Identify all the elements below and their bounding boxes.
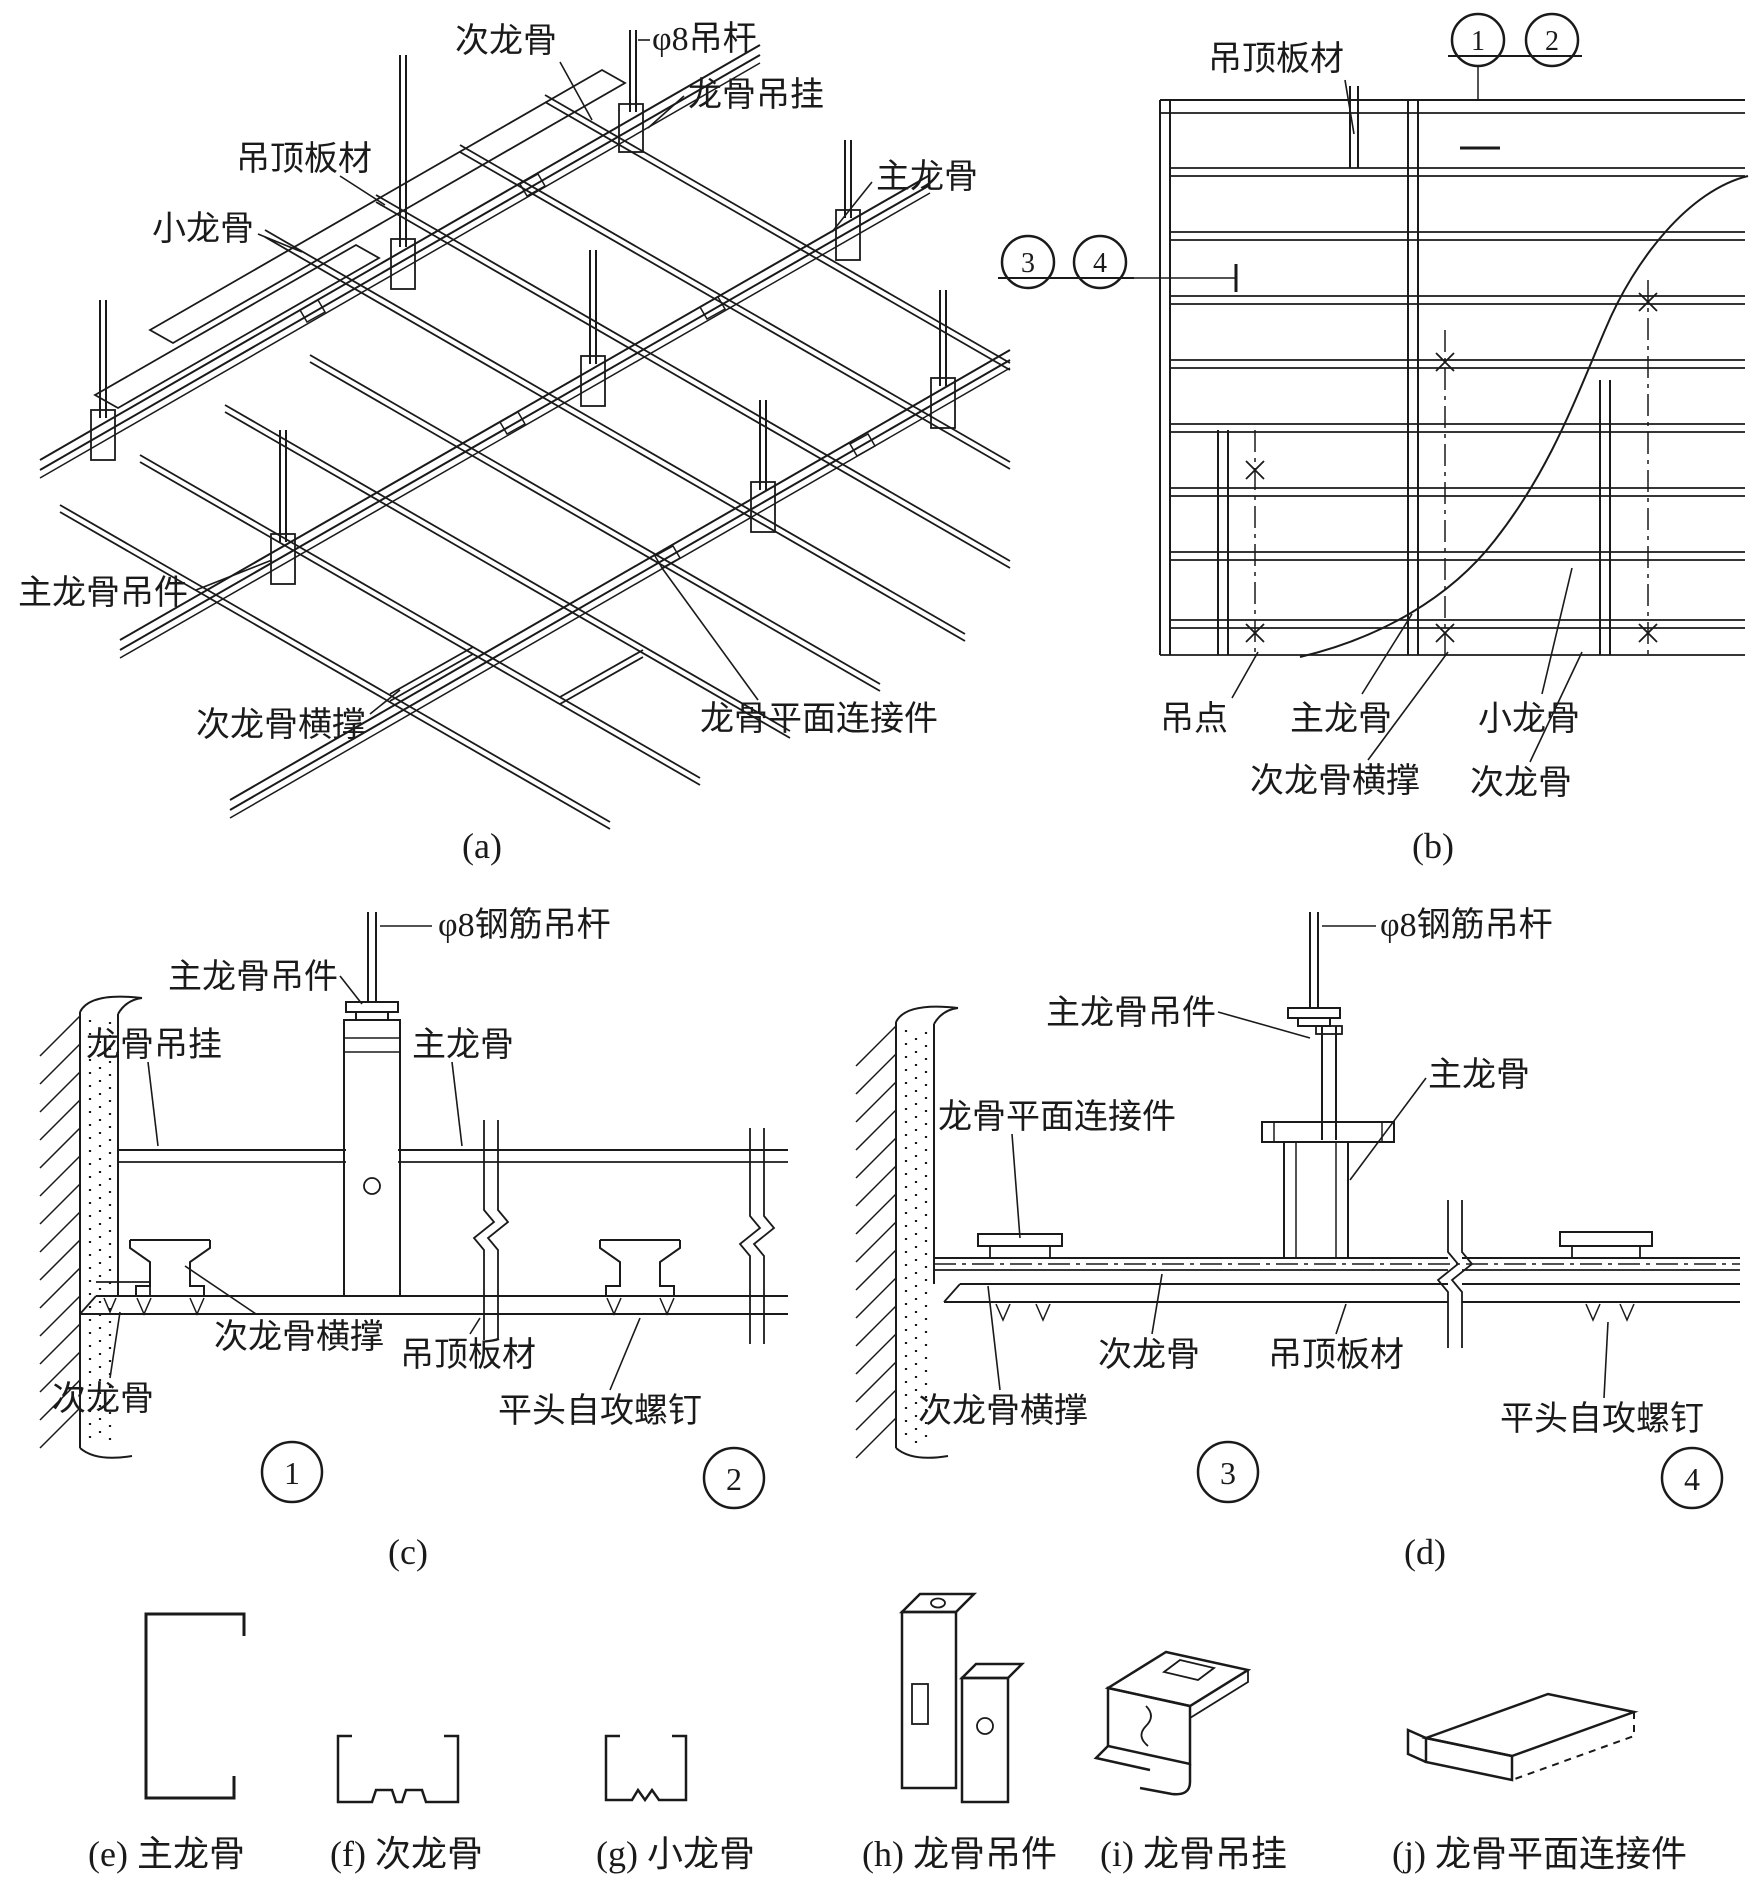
- section-datum-1-2: 1 2: [1448, 12, 1582, 150]
- plan-grid: [1159, 86, 1749, 658]
- wall-hatching-d: [855, 1025, 897, 1459]
- small-joist-profile: [604, 1734, 688, 1803]
- hanger-assembly-c: [343, 912, 401, 1297]
- wall-stipple-d: [904, 1030, 928, 1444]
- ceiling-board-d: [943, 1283, 1740, 1303]
- label-d-ci-longgu: 次龙骨: [1098, 1337, 1200, 1374]
- label-b-zhu-longgu: 主龙骨: [1290, 701, 1392, 738]
- label-d-pingtou-zigong-luoding: 平头自攻螺钉: [1500, 1401, 1704, 1438]
- label-c-ci-longgu-hengcheng: 次龙骨横撑: [214, 1319, 384, 1356]
- svg-text:1: 1: [284, 1455, 300, 1491]
- secondary-joist-section-left: [129, 1239, 211, 1316]
- datum-number-2: 2: [1545, 26, 1559, 57]
- label-b-xiao-longgu: 小龙骨: [1478, 701, 1580, 738]
- main-runner-c: [118, 1149, 788, 1163]
- label-b-diaodian: 吊点: [1160, 701, 1228, 738]
- label-c-gangjin-diaogan: φ8钢筋吊杆: [438, 907, 611, 944]
- panel-c-leaders: [109, 925, 641, 1391]
- secondary-joist-run-d: [934, 1257, 1740, 1271]
- label-a-diaogan: φ8吊杆: [652, 21, 757, 58]
- ceiling-board-c: [79, 1295, 788, 1315]
- wall-hatching-c: [39, 1015, 81, 1449]
- panel-d-leaders: [987, 925, 1609, 1399]
- hanger-rods: [90, 30, 956, 585]
- label-b-diaoding-bancai: 吊顶板材: [1208, 41, 1344, 78]
- label-a-ci-longgu-hengcheng: 次龙骨横撑: [196, 707, 366, 744]
- datum-number-4: 4: [1093, 248, 1107, 279]
- section-mark-2: 2: [702, 1446, 766, 1510]
- main-joist-profile: [144, 1612, 246, 1800]
- label-d-zhu-longgu: 主龙骨: [1428, 1057, 1530, 1094]
- hanging-point-centerlines: [1245, 280, 1658, 655]
- label-c-zhu-longgu-diaojian: 主龙骨吊件: [168, 959, 338, 996]
- label-b-ci-longgu: 次龙骨: [1470, 765, 1572, 802]
- joist-hanger-piece: [898, 1592, 1026, 1804]
- joist-hanging-clip: [1093, 1650, 1252, 1796]
- plane-connector-clips: [298, 172, 877, 570]
- section-mark-3: 3: [1196, 1440, 1260, 1504]
- label-b-ci-longgu-hengcheng: 次龙骨横撑: [1250, 763, 1420, 800]
- panel-a-leaders: [195, 39, 873, 715]
- plane-connector-right-d: [1559, 1231, 1653, 1322]
- caption-profile-i: (i) 龙骨吊挂: [1100, 1834, 1287, 1874]
- label-a-diaoding-bancai: 吊顶板材: [236, 141, 372, 178]
- panel-d-section: 3 4: [855, 912, 1740, 1510]
- caption-d: (d): [1404, 1532, 1446, 1572]
- caption-profile-j: (j) 龙骨平面连接件: [1392, 1834, 1687, 1874]
- section-datum-3-4: 3 4: [998, 234, 1238, 292]
- secondary-joist-section-right: [599, 1239, 681, 1316]
- svg-text:2: 2: [726, 1461, 742, 1497]
- caption-profile-h: (h) 龙骨吊件: [862, 1834, 1057, 1874]
- label-c-ci-longgu: 次龙骨: [52, 1381, 154, 1418]
- label-d-longgu-pingmian-lianjiejian: 龙骨平面连接件: [938, 1099, 1176, 1136]
- svg-text:3: 3: [1220, 1455, 1236, 1491]
- svg-text:4: 4: [1684, 1461, 1700, 1497]
- panel-a-isometric: [39, 30, 1011, 830]
- label-a-longgu-diaogua: 龙骨吊挂: [688, 77, 824, 114]
- hanger-assembly-d: [1261, 912, 1395, 1259]
- label-a-xiao-longgu: 小龙骨: [152, 211, 254, 248]
- caption-c: (c): [388, 1532, 428, 1572]
- joist-plane-connector: [1406, 1692, 1639, 1782]
- main-joists: [39, 44, 1011, 819]
- caption-profile-e: (e) 主龙骨: [88, 1834, 245, 1874]
- wall-left-d: [855, 1005, 959, 1459]
- ceiling-board-slabs: [93, 68, 627, 410]
- caption-b: (b): [1412, 826, 1454, 866]
- label-d-gangjin-diaogan: φ8钢筋吊杆: [1380, 907, 1553, 944]
- datum-number-3: 3: [1021, 248, 1035, 279]
- caption-a: (a): [462, 826, 502, 866]
- label-d-ci-longgu-hengcheng: 次龙骨横撑: [918, 1393, 1088, 1430]
- label-c-pingtou-zigong-luoding: 平头自攻螺钉: [498, 1393, 702, 1430]
- caption-profile-f: (f) 次龙骨: [330, 1834, 483, 1874]
- wall-edge-clip-c: [96, 1281, 151, 1314]
- break-marks-c: [472, 1120, 776, 1344]
- cross-braces: [389, 646, 644, 705]
- profile-row: [144, 1592, 1639, 1804]
- hanging-point-x-marks: [1245, 292, 1658, 643]
- label-c-diaoding-bancai: 吊顶板材: [400, 1337, 536, 1374]
- label-d-diaoding-bancai: 吊顶板材: [1268, 1337, 1404, 1374]
- break-marks-d: [1436, 1200, 1474, 1348]
- label-c-longgu-diaogua: 龙骨吊挂: [86, 1027, 222, 1064]
- caption-profile-g: (g) 小龙骨: [596, 1834, 755, 1874]
- label-c-zhu-longgu: 主龙骨: [412, 1027, 514, 1064]
- section-mark-1: 1: [260, 1440, 324, 1504]
- datum-number-1: 1: [1471, 26, 1485, 57]
- label-a-longgu-pingmian-lianjiejian: 龙骨平面连接件: [700, 701, 938, 738]
- panel-b-plan: 1 2 3 4: [998, 12, 1749, 763]
- label-a-zhu-longgu-diaojian: 主龙骨吊件: [18, 575, 188, 612]
- secondary-joists: [59, 94, 1011, 830]
- secondary-joist-profile: [336, 1734, 460, 1804]
- label-a-ci-longgu: 次龙骨: [455, 23, 557, 60]
- section-mark-4: 4: [1660, 1446, 1724, 1510]
- label-d-zhu-longgu-diaojian: 主龙骨吊件: [1046, 995, 1216, 1032]
- label-a-zhu-longgu: 主龙骨: [876, 159, 978, 196]
- panel-b-leaders: [1231, 79, 1583, 763]
- panel-c-section: 1 2: [39, 912, 788, 1510]
